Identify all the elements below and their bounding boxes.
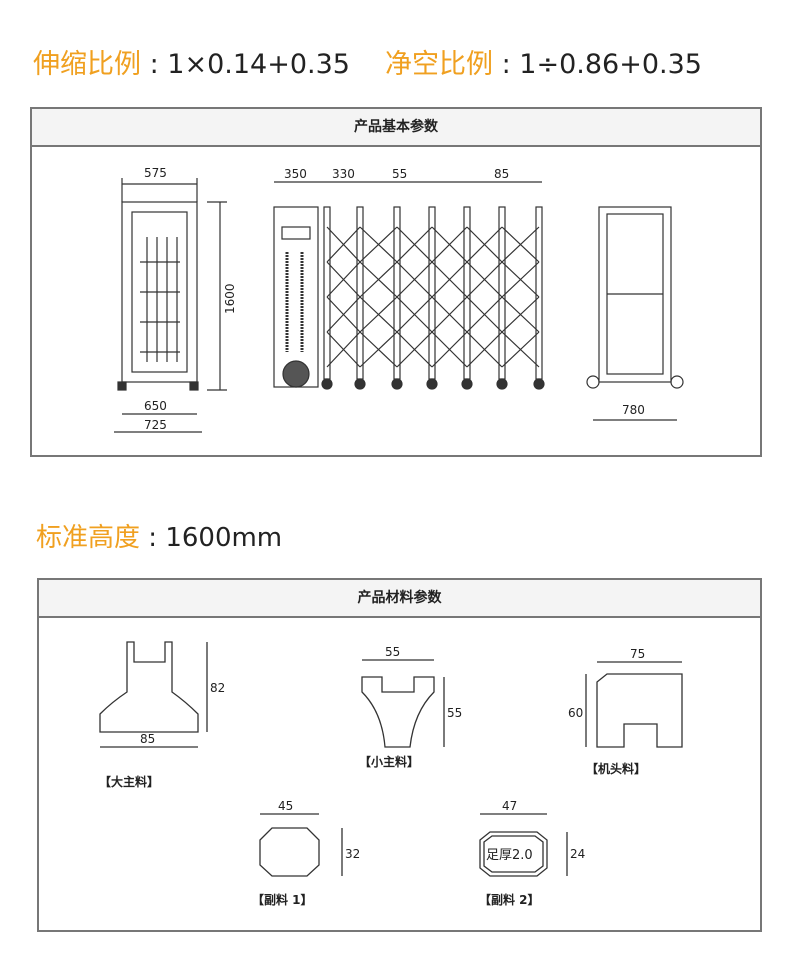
- scissor-link: [326, 296, 361, 333]
- scissor-link: [359, 226, 398, 263]
- dim-large-w: 85: [140, 732, 155, 746]
- dim-330: 330: [332, 167, 355, 181]
- dim-55: 55: [392, 167, 407, 181]
- profile-drawings: 85 82 55 55 75 60 45 32 47 24 足厚2.0: [99, 641, 683, 877]
- scissor-link: [501, 331, 540, 368]
- side-view: [273, 181, 545, 390]
- clear-ratio-label: 净空比例: [385, 49, 493, 80]
- material-params-title: 产品材料参数: [39, 580, 760, 618]
- material-params-panel: 产品材料参数 85 82 55 55 75 60 45 32 47 24 足厚2…: [37, 578, 762, 932]
- gate-post: [393, 206, 401, 380]
- scissor-link: [466, 261, 503, 298]
- profile-aux-2: [479, 831, 548, 877]
- profile-large-main: [99, 641, 199, 733]
- dim-small-w: 55: [385, 645, 400, 659]
- dim-1600: 1600: [223, 283, 237, 314]
- gate-wheel: [461, 378, 473, 390]
- gate-wheel: [496, 378, 508, 390]
- scissor-link: [396, 296, 433, 333]
- gate-post: [323, 206, 331, 380]
- dim-725: 725: [144, 418, 167, 432]
- dim-350: 350: [284, 167, 307, 181]
- sep: :: [149, 49, 159, 80]
- basic-params-title: 产品基本参数: [32, 109, 760, 147]
- dim-head-h: 60: [568, 706, 583, 720]
- scissor-link: [396, 226, 433, 263]
- label-small-main: 【小主料】: [359, 755, 420, 769]
- scissor-link: [431, 226, 468, 263]
- scissor-link: [326, 331, 361, 368]
- label-large-main: 【大主料】: [99, 775, 160, 789]
- gate-post: [356, 206, 364, 380]
- scissor-link: [396, 331, 433, 368]
- scissor-link: [431, 296, 468, 333]
- scissor-link: [396, 261, 433, 298]
- dim-85: 85: [494, 167, 509, 181]
- standard-height-label: 标准高度: [36, 523, 141, 553]
- sep: :: [501, 49, 511, 80]
- stretch-ratio-label: 伸缩比例: [33, 49, 141, 80]
- clear-ratio-value: 1÷0.86+0.35: [519, 49, 702, 80]
- profile-aux-1: [259, 827, 320, 877]
- label-aux-2: 【副料 2】: [479, 893, 540, 907]
- dim-large-h: 82: [210, 681, 225, 695]
- label-head: 【机头料】: [586, 762, 647, 776]
- dim-aux1-w: 45: [278, 799, 293, 813]
- dim-aux1-h: 32: [345, 847, 360, 861]
- label-aux-1: 【副料 1】: [252, 893, 313, 907]
- scissor-link: [326, 261, 361, 298]
- clear-ratio: 净空比例 : 1÷0.86+0.35: [385, 42, 702, 81]
- scissor-link: [431, 331, 468, 368]
- gate-post: [428, 206, 436, 380]
- stretch-ratio: 伸缩比例 : 1×0.14+0.35: [33, 42, 350, 81]
- scissor-link: [501, 226, 540, 263]
- scissor-link: [431, 261, 468, 298]
- gate-wheel: [354, 378, 366, 390]
- gate-post: [535, 206, 543, 380]
- profile-small-main: [361, 676, 435, 748]
- gate-wheel: [426, 378, 438, 390]
- scissor-link: [466, 226, 503, 263]
- scissor-link: [359, 331, 398, 368]
- gate-wheel: [391, 378, 403, 390]
- dim-head-w: 75: [630, 647, 645, 661]
- stretch-ratio-value: 1×0.14+0.35: [167, 49, 350, 80]
- scissor-link: [501, 261, 540, 298]
- scissor-link: [359, 261, 398, 298]
- gate-wheel: [321, 378, 333, 390]
- basic-params-panel: 产品基本参数 575 1600 650 725: [30, 107, 762, 457]
- dim-aux2-w: 47: [502, 799, 517, 813]
- scissor-link: [466, 331, 503, 368]
- standard-height-value: 1600mm: [165, 523, 283, 553]
- gate-drawings: 575 1600 650 725 350 330 55 85 780: [114, 166, 684, 433]
- scissor-link: [326, 226, 361, 263]
- gate-post: [463, 206, 471, 380]
- sep: :: [148, 523, 158, 553]
- front-view: [114, 178, 227, 433]
- gate-wheel: [533, 378, 545, 390]
- dim-650: 650: [144, 399, 167, 413]
- profile-head: [596, 673, 683, 748]
- gate-post: [498, 206, 506, 380]
- scissor-link: [466, 296, 503, 333]
- scissor-link: [501, 296, 540, 333]
- end-view: [586, 206, 684, 421]
- dim-small-h: 55: [447, 706, 462, 720]
- thickness-note: 足厚2.0: [486, 848, 533, 863]
- dim-575: 575: [144, 166, 167, 180]
- scissor-link: [359, 296, 398, 333]
- dim-780: 780: [622, 403, 645, 417]
- dim-aux2-h: 24: [570, 847, 585, 861]
- standard-height: 标准高度 : 1600mm: [36, 517, 282, 554]
